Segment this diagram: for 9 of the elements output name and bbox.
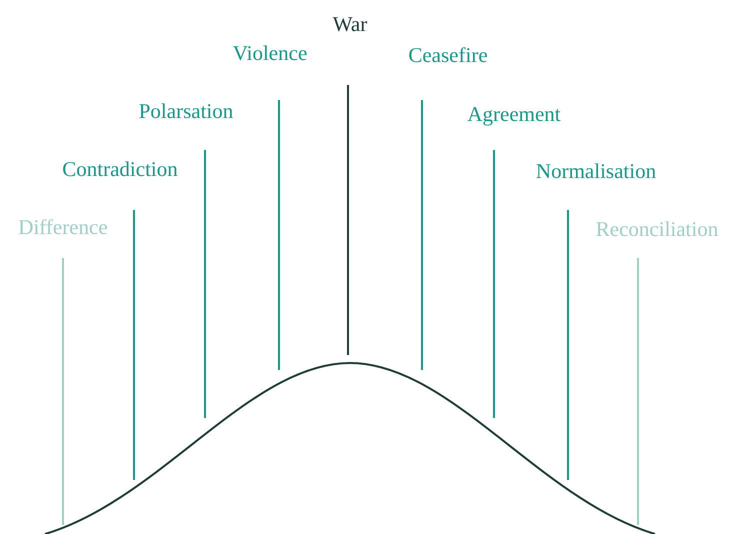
stage-label: Polarsation	[138, 101, 234, 122]
stage-label: Difference	[18, 217, 108, 238]
stage-label: Violence	[232, 43, 308, 64]
stage-label: War	[332, 14, 368, 35]
stage-label: Contradiction	[62, 159, 178, 180]
stage-label: Agreement	[467, 104, 561, 125]
stage-label: Reconciliation	[596, 219, 718, 240]
stage-label: Ceasefire	[408, 45, 488, 66]
stage-label: Normalisation	[536, 161, 656, 182]
